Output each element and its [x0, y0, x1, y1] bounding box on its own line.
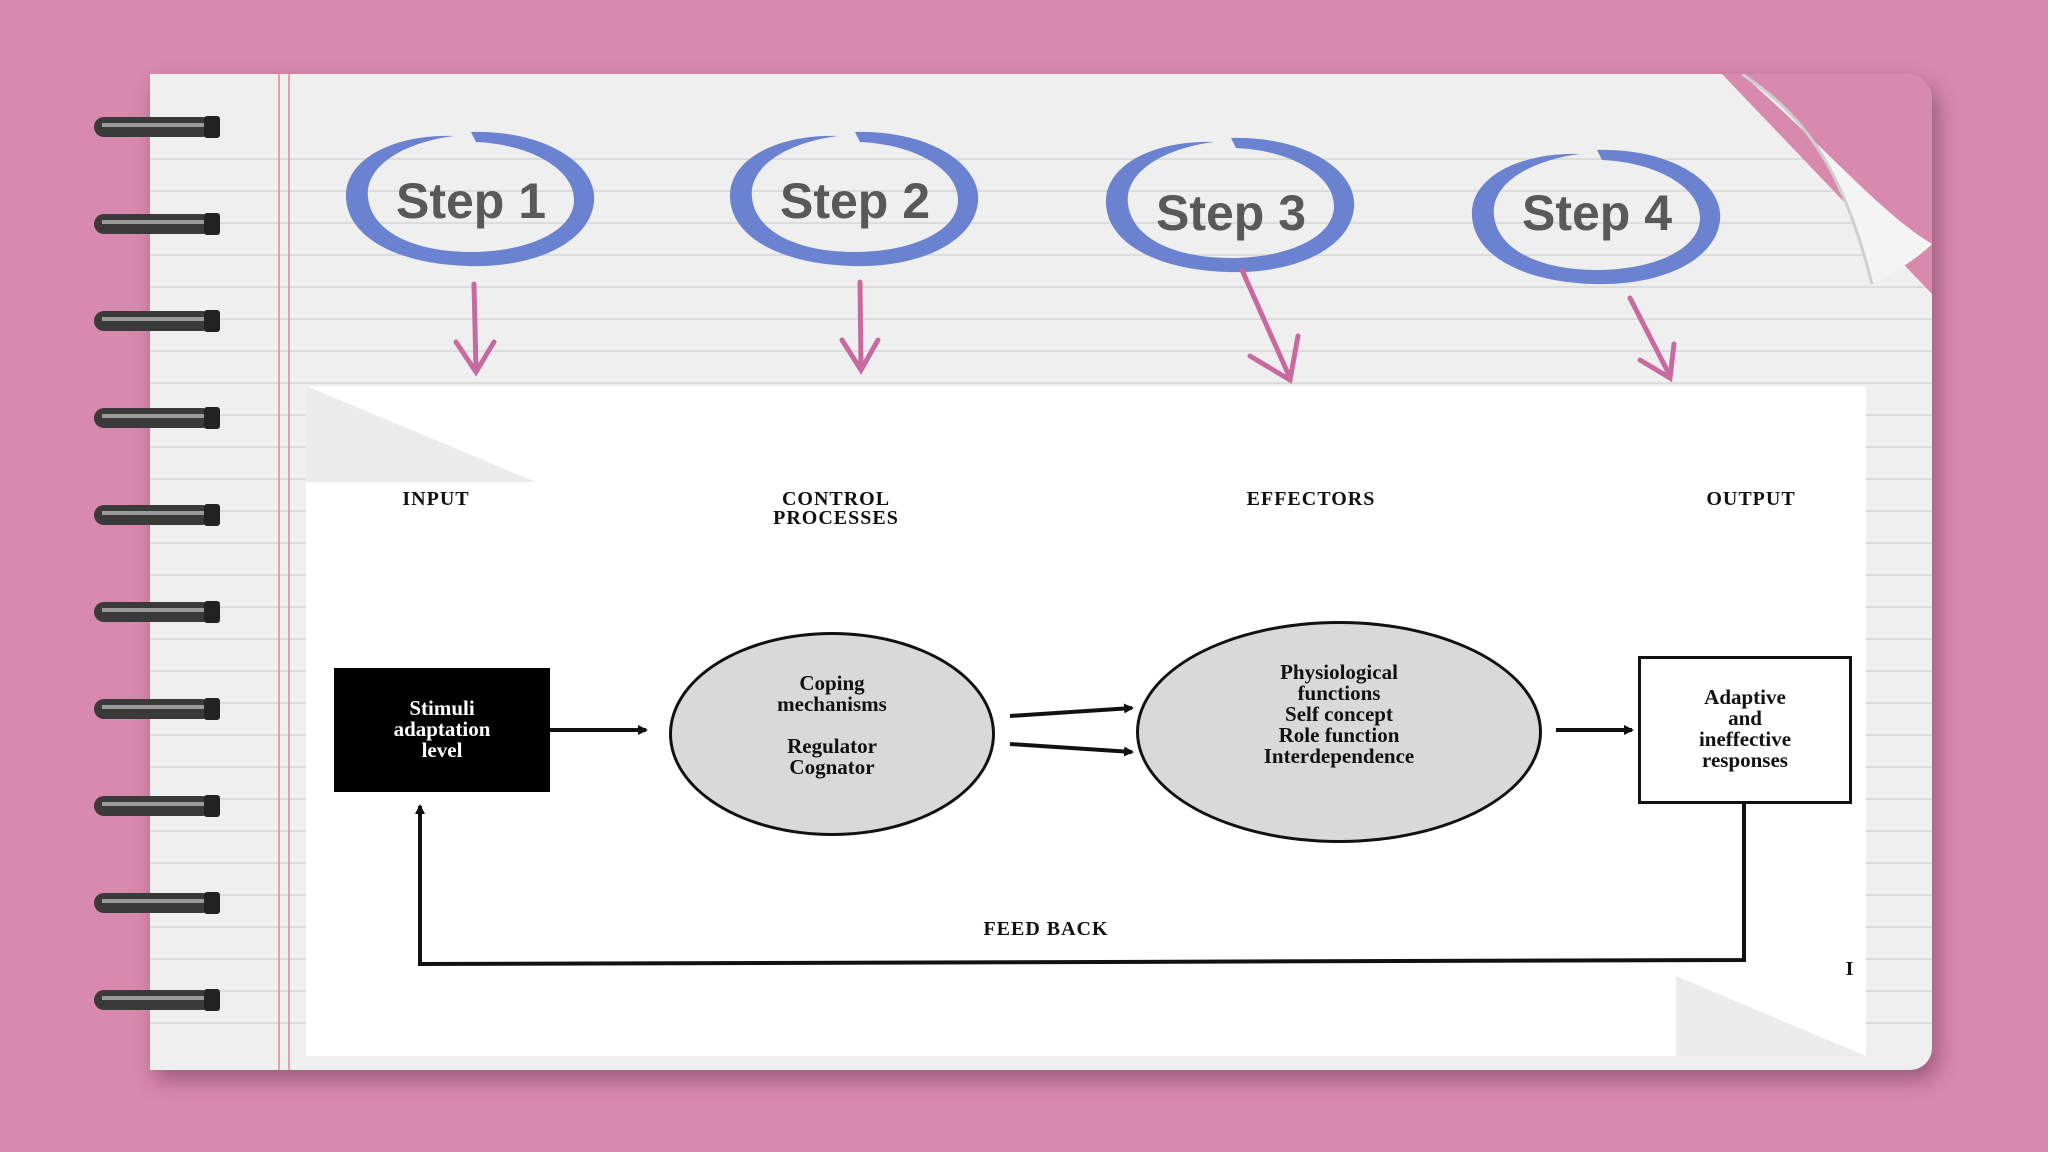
page-curl	[1722, 74, 1932, 294]
step-4-arrow-icon	[1627, 295, 1673, 379]
binding-ring	[94, 795, 220, 817]
step-label: Step 4	[1521, 185, 1673, 241]
step-3-bubble: Step 3	[1096, 126, 1366, 276]
output-node: Adaptive and ineffective responses	[1638, 656, 1852, 804]
control-processes-heading: CONTROL PROCESSES	[773, 488, 899, 529]
control-processes-node: Coping mechanisms Regulator Cognator	[669, 632, 995, 836]
effectors-text: Physiological functions Self concept Rol…	[1263, 660, 1415, 768]
binding-ring	[94, 407, 220, 429]
flow-connectors	[415, 703, 1746, 967]
adaptation-model-diagram: INPUT CONTROL PROCESSES EFFECTORS OUTPUT…	[306, 386, 1866, 1056]
binding-ring	[94, 698, 220, 720]
binding-ring	[94, 504, 220, 526]
output-heading: OUTPUT	[1706, 488, 1796, 510]
coping-text: Coping mechanisms Regulator Cognator	[777, 671, 887, 779]
step-1-arrow-icon	[471, 281, 479, 373]
step-4-bubble: Step 4	[1462, 138, 1732, 288]
output-text: Adaptive and ineffective responses	[1698, 685, 1792, 772]
step-label: Step 2	[779, 173, 931, 229]
binding-ring	[94, 310, 220, 332]
feedback-label: FEED BACK	[983, 918, 1109, 940]
stimuli-node: Stimuli adaptation level	[334, 668, 550, 792]
margin-line	[288, 74, 290, 1070]
step-2-arrow-icon	[857, 279, 864, 371]
binding-ring	[94, 892, 220, 914]
binding-ring	[94, 213, 220, 235]
step-label: Step 1	[395, 173, 547, 229]
control-to-effectors-arrow	[1009, 703, 1134, 718]
control-to-effectors-arrow	[1009, 742, 1134, 757]
step-2-bubble: Step 2	[720, 120, 990, 270]
corner-mark: I	[1845, 958, 1855, 980]
panel-corner-fold	[306, 386, 536, 482]
binding-ring	[94, 116, 220, 138]
panel-corner-fold	[1676, 976, 1866, 1056]
stimuli-text: Stimuli adaptation level	[393, 696, 491, 762]
step-3-arrow-icon	[1239, 267, 1293, 381]
feedback-loop-arrow	[415, 802, 1746, 967]
binding-ring	[94, 989, 220, 1011]
input-heading: INPUT	[402, 488, 470, 510]
step-label: Step 3	[1155, 185, 1307, 241]
effectors-heading: EFFECTORS	[1246, 488, 1376, 510]
effectors-node: Physiological functions Self concept Rol…	[1136, 621, 1542, 843]
binding-ring	[94, 601, 220, 623]
step-1-bubble: Step 1	[336, 120, 606, 270]
margin-line	[278, 74, 280, 1070]
